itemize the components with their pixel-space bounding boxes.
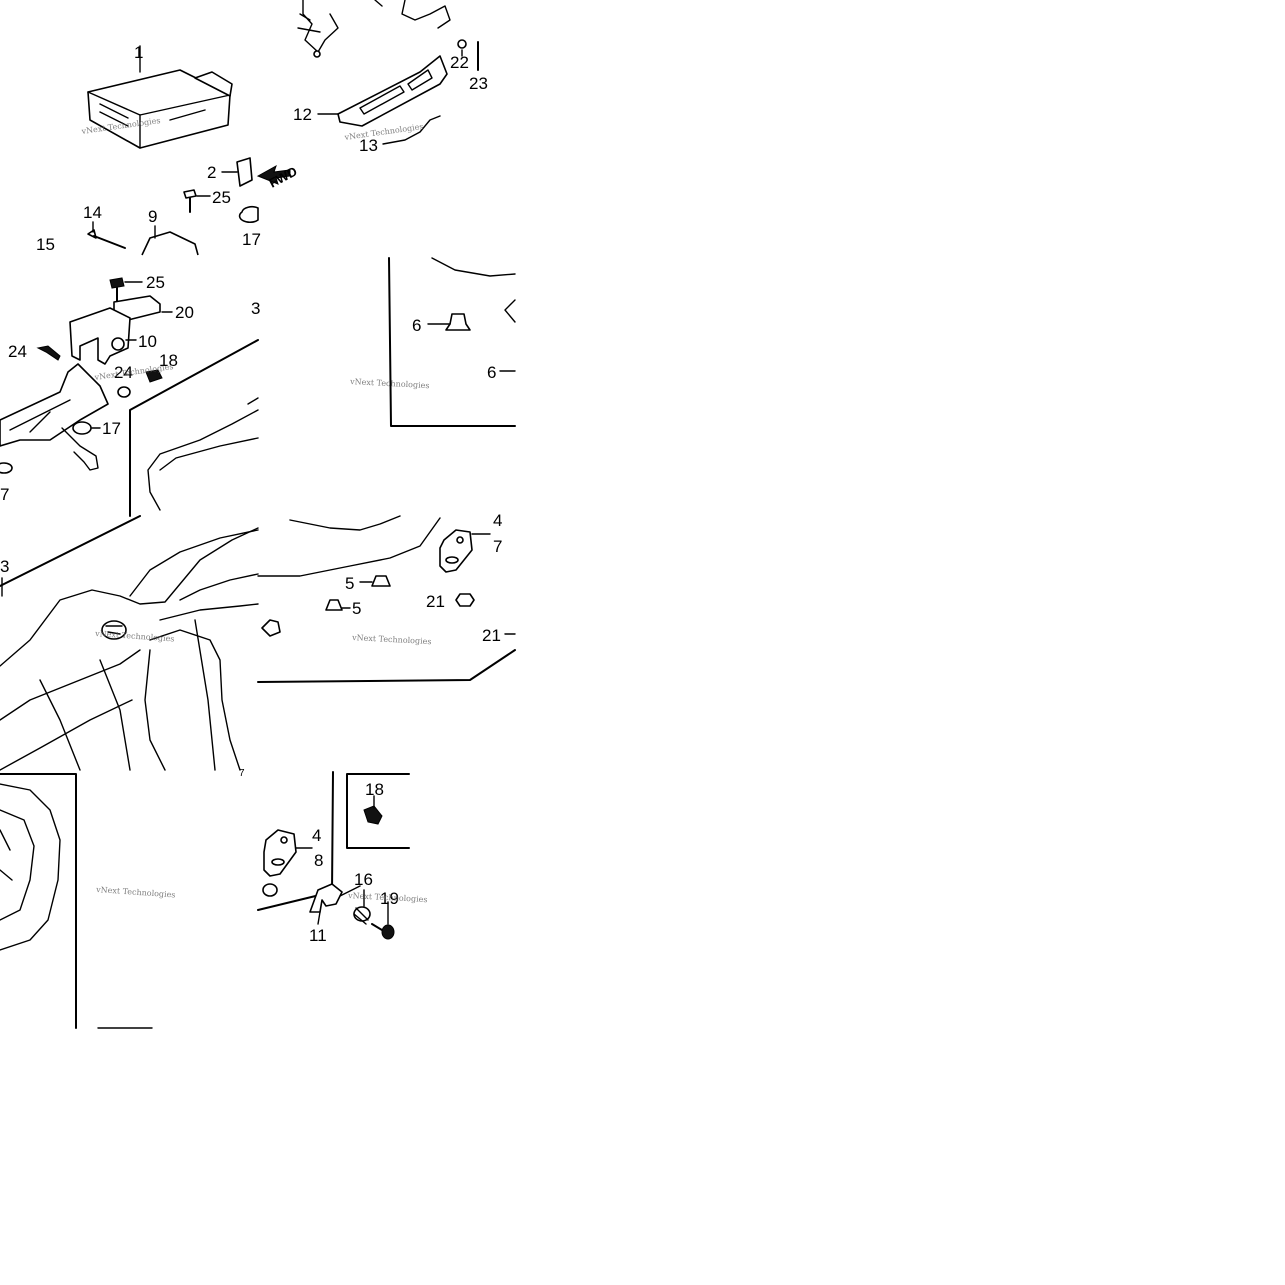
watermark: vNext Technologies: [349, 377, 430, 390]
callout-2: 2: [207, 163, 216, 182]
callout-22: 22: [450, 53, 469, 72]
seat-emblem: [101, 620, 127, 640]
fwd-bracket: [221, 157, 291, 187]
callout-3: 3: [251, 299, 260, 318]
mounting-bracket: [263, 829, 313, 877]
seat-rail: [317, 55, 448, 127]
callout-9: 9: [148, 207, 157, 226]
callout-12: 12: [293, 105, 312, 124]
tile-seat: [0, 515, 259, 771]
mounting-bracket: [439, 529, 491, 573]
callout-24-b: 24: [114, 363, 133, 382]
callout-20: 20: [175, 303, 194, 322]
tile-lower-middle: [257, 515, 516, 683]
callout-6-b: 6: [487, 363, 496, 382]
callout-6: 6: [412, 316, 421, 335]
callout-7-b: 7: [493, 537, 502, 556]
callout-labels: 1 2 25 14 9 15 17 22 23 12 13 25 20 10 2…: [0, 43, 502, 945]
ecu-control-unit: [87, 45, 233, 149]
watermark: vNext Technologies: [95, 885, 176, 900]
callout-1: 1: [134, 43, 143, 62]
watermark: vNext Technologies: [93, 362, 174, 382]
callout-13: 13: [359, 136, 378, 155]
tile-top-middle: [297, 0, 479, 145]
callout-19: 19: [380, 889, 399, 908]
callout-18-b: 18: [365, 780, 384, 799]
callout-15: 15: [36, 235, 55, 254]
tile-top-left: [87, 45, 291, 256]
callout-25: 25: [212, 188, 231, 207]
tile-mid-middle: [388, 257, 516, 427]
watermark: vNext Technologies: [351, 633, 432, 646]
tile-mid-left: [0, 277, 259, 517]
callout-17-b: 17: [102, 419, 121, 438]
cable: [382, 115, 441, 145]
callout-7: 7: [0, 485, 9, 504]
knob: [371, 901, 395, 940]
watermark: vNext Technologies: [94, 629, 175, 644]
washer: [238, 206, 259, 224]
callout-16: 16: [354, 870, 373, 889]
callout-23: 23: [469, 74, 488, 93]
grommet: [371, 575, 391, 587]
clamp: [309, 883, 343, 913]
fwd-direction-label: FWD: [266, 164, 299, 191]
bolt: [363, 805, 383, 825]
watermark: vNext Technologies: [347, 891, 428, 904]
callout-4-b: 4: [312, 826, 321, 845]
callout-17: 17: [242, 230, 261, 249]
callout-14: 14: [83, 203, 102, 222]
callout-8: 8: [314, 851, 323, 870]
nut: [457, 39, 467, 49]
callout-11: 11: [309, 926, 327, 945]
callout-10: 10: [138, 332, 157, 351]
callout-5: 5: [345, 574, 354, 593]
pin: [87, 221, 126, 249]
callout-5-b: 5: [352, 599, 361, 618]
tile-bottom-left: [0, 773, 153, 1029]
callout-4: 4: [493, 511, 502, 530]
callout-21-b: 21: [482, 626, 501, 645]
grommet: [427, 313, 471, 331]
callout-25-b: 25: [146, 273, 165, 292]
bolt: [183, 189, 211, 213]
callout-24: 24: [8, 342, 27, 361]
callout-21: 21: [426, 592, 445, 611]
callout-7-c: 7: [239, 768, 245, 779]
bracket: [141, 225, 199, 256]
tile-bottom-middle: [257, 771, 410, 940]
spring: [339, 885, 371, 925]
callout-3-b: 3: [0, 557, 9, 576]
callout-18: 18: [159, 351, 178, 370]
